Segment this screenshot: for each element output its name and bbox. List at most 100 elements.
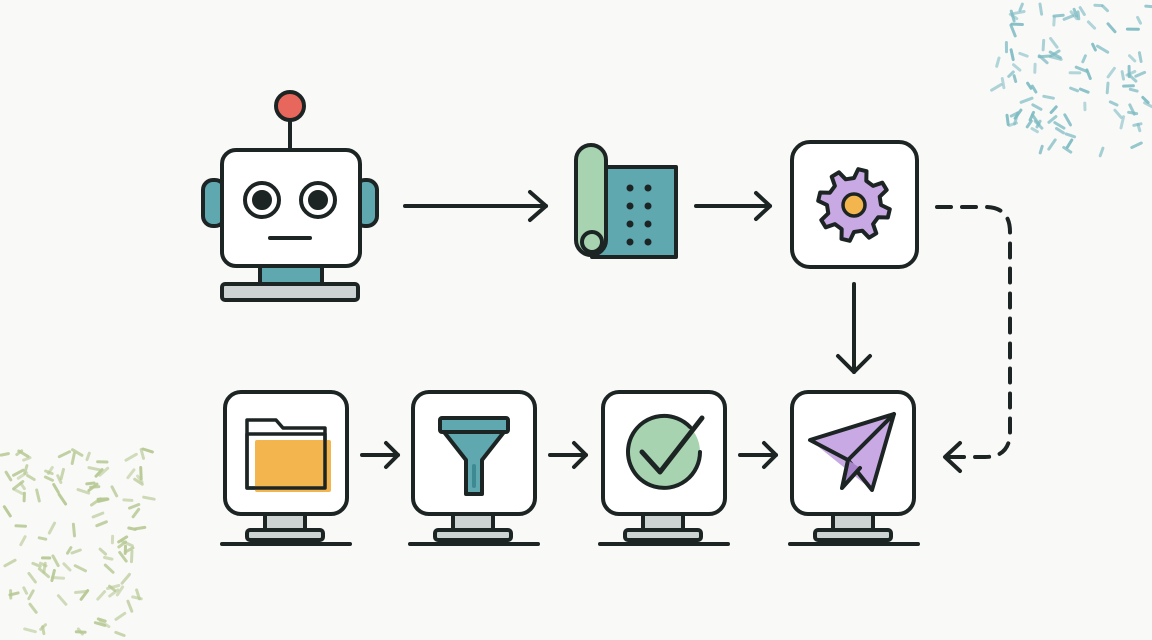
speckle-mark xyxy=(2,505,12,518)
speckle-mark xyxy=(114,630,126,637)
speckle-mark xyxy=(1128,87,1139,93)
speckle-mark xyxy=(1130,141,1143,149)
speckle-mark xyxy=(37,567,50,579)
speckle-mark xyxy=(1106,22,1117,34)
speckle-mark xyxy=(124,546,135,553)
speckle-mark xyxy=(12,487,24,495)
speckle-mark xyxy=(142,495,156,501)
speckle-mark xyxy=(133,477,144,486)
speckle-mark xyxy=(1013,111,1020,126)
speckle-mark xyxy=(1031,103,1043,111)
speckle-mark xyxy=(31,561,42,568)
speckle-mark xyxy=(1033,119,1044,130)
speckle-mark xyxy=(1098,146,1105,158)
speckle-mark xyxy=(1069,86,1080,93)
decorative-speckle-top-right xyxy=(990,2,1152,158)
speckle-mark xyxy=(1078,87,1090,94)
speckle-mark xyxy=(96,590,107,601)
speckle-mark xyxy=(71,522,76,538)
speckle-mark xyxy=(1041,38,1046,52)
speckle-mark xyxy=(47,521,57,535)
speckle-mark xyxy=(1134,70,1147,78)
speckle-mark xyxy=(135,588,141,601)
speckle-mark xyxy=(1038,2,1044,16)
arrow-blueprint-to-settings xyxy=(694,191,772,221)
check-stand xyxy=(598,512,730,546)
speckle-mark xyxy=(27,571,37,584)
speckle-mark xyxy=(115,585,125,597)
speckle-mark xyxy=(1105,81,1110,95)
folder-stand xyxy=(220,512,352,546)
speckle-mark xyxy=(43,475,54,482)
blueprint-node xyxy=(574,143,678,259)
speckle-mark xyxy=(73,564,87,573)
speckle-mark xyxy=(1038,144,1044,155)
speckle-mark xyxy=(122,498,134,502)
speckle-mark xyxy=(66,546,73,555)
speckle-mark xyxy=(126,468,136,480)
speckle-mark xyxy=(70,548,82,555)
speckle-mark xyxy=(22,456,32,462)
speckle-mark xyxy=(114,611,127,621)
speckle-mark xyxy=(93,621,107,627)
arrow-check-to-send xyxy=(738,441,778,469)
speckle-mark xyxy=(1018,2,1024,12)
speckle-mark xyxy=(1078,6,1086,16)
speckle-mark xyxy=(23,627,37,634)
speckle-mark xyxy=(128,503,141,510)
speckle-mark xyxy=(120,572,131,585)
speckle-mark xyxy=(1095,44,1110,54)
speckle-mark xyxy=(1012,74,1018,83)
speckle-mark xyxy=(124,452,138,462)
speckle-mark xyxy=(3,558,17,568)
speckle-mark xyxy=(12,468,25,477)
gear-icon xyxy=(816,167,892,243)
speckle-mark xyxy=(1076,10,1081,21)
speckle-mark xyxy=(19,535,27,547)
speckle-mark xyxy=(22,586,29,595)
speckle-mark xyxy=(1069,10,1079,21)
speckle-mark xyxy=(1081,54,1087,64)
speckle-mark xyxy=(1049,105,1058,114)
speckle-mark xyxy=(59,467,65,481)
speckle-mark xyxy=(1125,70,1137,77)
speckle-mark xyxy=(1086,20,1097,30)
filter-node xyxy=(408,390,540,546)
speckle-mark xyxy=(1091,42,1097,52)
speckle-mark xyxy=(1106,66,1116,79)
speckle-mark xyxy=(16,471,29,480)
speckle-mark xyxy=(76,488,91,495)
filter-stand xyxy=(408,512,540,546)
decorative-speckle-bottom-left xyxy=(0,447,156,637)
speckle-mark xyxy=(1018,51,1029,58)
speckle-mark xyxy=(1009,23,1017,38)
speckle-mark xyxy=(1119,115,1126,130)
speckle-mark xyxy=(57,492,68,506)
speckle-mark xyxy=(74,589,89,594)
arrow-robot-to-blueprint xyxy=(403,190,548,222)
speckle-mark xyxy=(118,550,128,563)
dashed-arrow-settings-to-send xyxy=(935,205,1012,473)
speckle-mark xyxy=(1030,84,1038,94)
speckle-mark xyxy=(85,481,96,486)
speckle-mark xyxy=(96,617,107,623)
folder-node xyxy=(220,390,352,546)
speckle-mark xyxy=(23,464,29,475)
speckle-mark xyxy=(51,554,60,568)
speckle-mark xyxy=(44,469,54,476)
speckle-mark xyxy=(98,547,108,556)
speckle-mark xyxy=(1000,77,1006,90)
speckle-mark xyxy=(50,576,66,580)
funnel-icon xyxy=(438,416,510,496)
speckle-mark xyxy=(108,588,120,598)
speckle-mark xyxy=(131,507,141,519)
speckle-mark xyxy=(26,474,36,481)
speckle-mark xyxy=(27,589,35,601)
speckle-mark xyxy=(110,485,119,498)
speckle-mark xyxy=(108,584,117,592)
robot-node xyxy=(201,90,379,302)
speckle-mark xyxy=(1072,7,1079,18)
speckle-mark xyxy=(1047,138,1057,151)
speckle-mark xyxy=(38,561,48,568)
speckle-mark xyxy=(133,525,147,531)
